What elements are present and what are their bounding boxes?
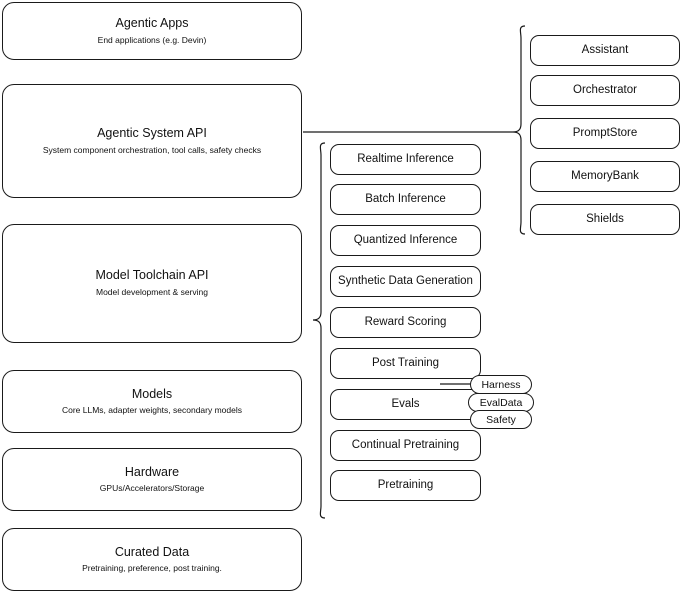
item-label: Realtime Inference [357,153,454,166]
tag-label: Safety [486,413,516,426]
layer-title: Model Toolchain API [95,268,209,282]
item-label: Continual Pretraining [351,439,460,452]
layer-subtitle: Core LLMs, adapter weights, secondary mo… [61,405,242,416]
system-item-assistant[interactable]: Assistant [530,35,680,66]
tag-label: EvalData [479,396,523,409]
layer-subtitle: System component orchestration, tool cal… [42,144,262,155]
eval-tag-harness[interactable]: Harness [470,375,532,394]
layer-title: Agentic System API [97,126,207,140]
layer-agentic-apps[interactable]: Agentic Apps End applications (e.g. Devi… [2,2,302,60]
layer-title: Agentic Apps [115,16,189,31]
item-label: Batch Inference [365,193,446,206]
brace-system-components [512,25,526,235]
layer-title: Curated Data [114,544,190,559]
system-item-memorybank[interactable]: MemoryBank [530,161,680,192]
toolchain-item-post-training[interactable]: Post Training [330,348,481,379]
item-label: Evals [391,398,420,411]
toolchain-item-synthetic-data-generation[interactable]: Synthetic Data Generation [330,266,481,297]
layer-models[interactable]: Models Core LLMs, adapter weights, secon… [2,370,302,433]
item-label: Shields [586,213,624,226]
item-label: Post Training [371,357,440,370]
item-label: Orchestrator [573,84,637,97]
layer-subtitle: End applications (e.g. Devin) [97,34,207,45]
item-label: Quantized Inference [353,234,458,247]
eval-tag-safety[interactable]: Safety [470,410,532,429]
toolchain-item-continual-pretraining[interactable]: Continual Pretraining [330,430,481,461]
layer-subtitle: Pretraining, preference, post training. [82,563,222,574]
toolchain-item-reward-scoring[interactable]: Reward Scoring [330,307,481,338]
layer-subtitle: Model development & serving [96,286,208,297]
toolchain-item-quantized-inference[interactable]: Quantized Inference [330,225,481,256]
item-label: PromptStore [572,127,638,140]
toolchain-item-pretraining[interactable]: Pretraining [330,470,481,501]
layer-hardware[interactable]: Hardware GPUs/Accelerators/Storage [2,448,302,511]
eval-tag-evaldata[interactable]: EvalData [468,393,534,412]
toolchain-item-batch-inference[interactable]: Batch Inference [330,184,481,215]
toolchain-item-realtime-inference[interactable]: Realtime Inference [330,144,481,175]
brace-toolchain-components [312,142,326,519]
layer-title: Models [131,386,173,401]
layer-title: Hardware [124,464,180,479]
layer-model-toolchain-api[interactable]: Model Toolchain API Model development & … [2,224,302,343]
tag-label: Harness [481,378,521,391]
layer-agentic-system-api[interactable]: Agentic System API System component orch… [2,84,302,198]
item-label: Reward Scoring [364,316,447,329]
toolchain-item-evals[interactable]: Evals [330,389,481,420]
item-label: Synthetic Data Generation [338,275,473,288]
layer-curated-data[interactable]: Curated Data Pretraining, preference, po… [2,528,302,591]
system-item-promptstore[interactable]: PromptStore [530,118,680,149]
layer-subtitle: GPUs/Accelerators/Storage [99,483,205,494]
item-label: Pretraining [377,479,434,492]
system-item-orchestrator[interactable]: Orchestrator [530,75,680,106]
system-item-shields[interactable]: Shields [530,204,680,235]
item-label: MemoryBank [571,170,639,183]
item-label: Assistant [581,44,629,57]
